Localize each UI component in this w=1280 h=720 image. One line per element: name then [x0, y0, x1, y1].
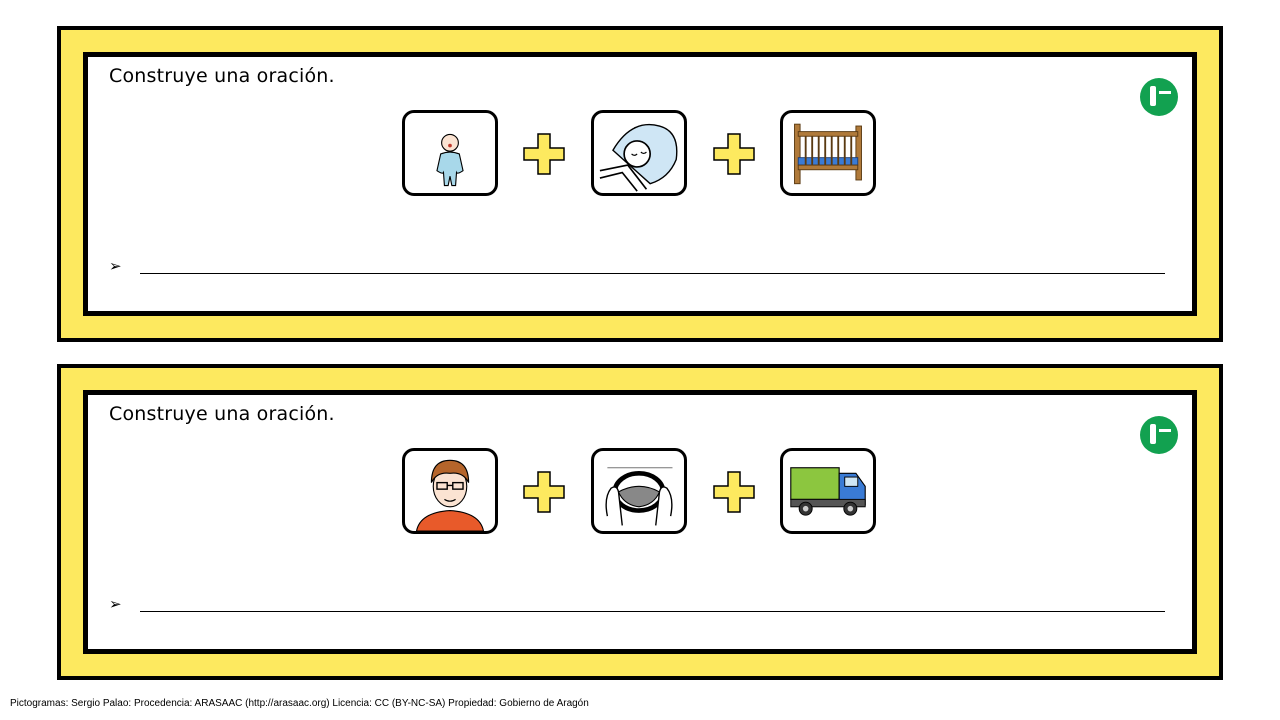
credits-footer: Pictogramas: Sergio Palao: Procedencia: … — [10, 698, 589, 709]
plus-icon — [712, 470, 756, 514]
pictogram-row — [402, 448, 880, 536]
pictogram-row — [402, 110, 880, 198]
card-title: Construye una oración. — [109, 403, 335, 425]
arasaac-logo-icon — [1140, 78, 1178, 116]
answer-bullet: ➢ — [109, 257, 122, 275]
plus-icon — [712, 132, 756, 176]
arasaac-logo-icon — [1140, 416, 1178, 454]
man-pictogram-icon — [402, 448, 498, 534]
truck-pictogram-icon — [780, 448, 876, 534]
sentence-card-1: Construye una oración. — [57, 26, 1223, 342]
card-title: Construye una oración. — [109, 65, 335, 87]
card-inner: Construye una oración. — [83, 52, 1197, 316]
answer-line[interactable] — [140, 611, 1165, 612]
answer-line[interactable] — [140, 273, 1165, 274]
crib-pictogram-icon — [780, 110, 876, 196]
plus-icon — [522, 132, 566, 176]
plus-icon — [522, 470, 566, 514]
card-inner: Construye una oración. — [83, 390, 1197, 654]
steering-wheel-pictogram-icon — [591, 448, 687, 534]
sentence-card-2: Construye una oración. — [57, 364, 1223, 680]
baby-pictogram-icon — [402, 110, 498, 196]
answer-bullet: ➢ — [109, 595, 122, 613]
sleep-pictogram-icon — [591, 110, 687, 196]
